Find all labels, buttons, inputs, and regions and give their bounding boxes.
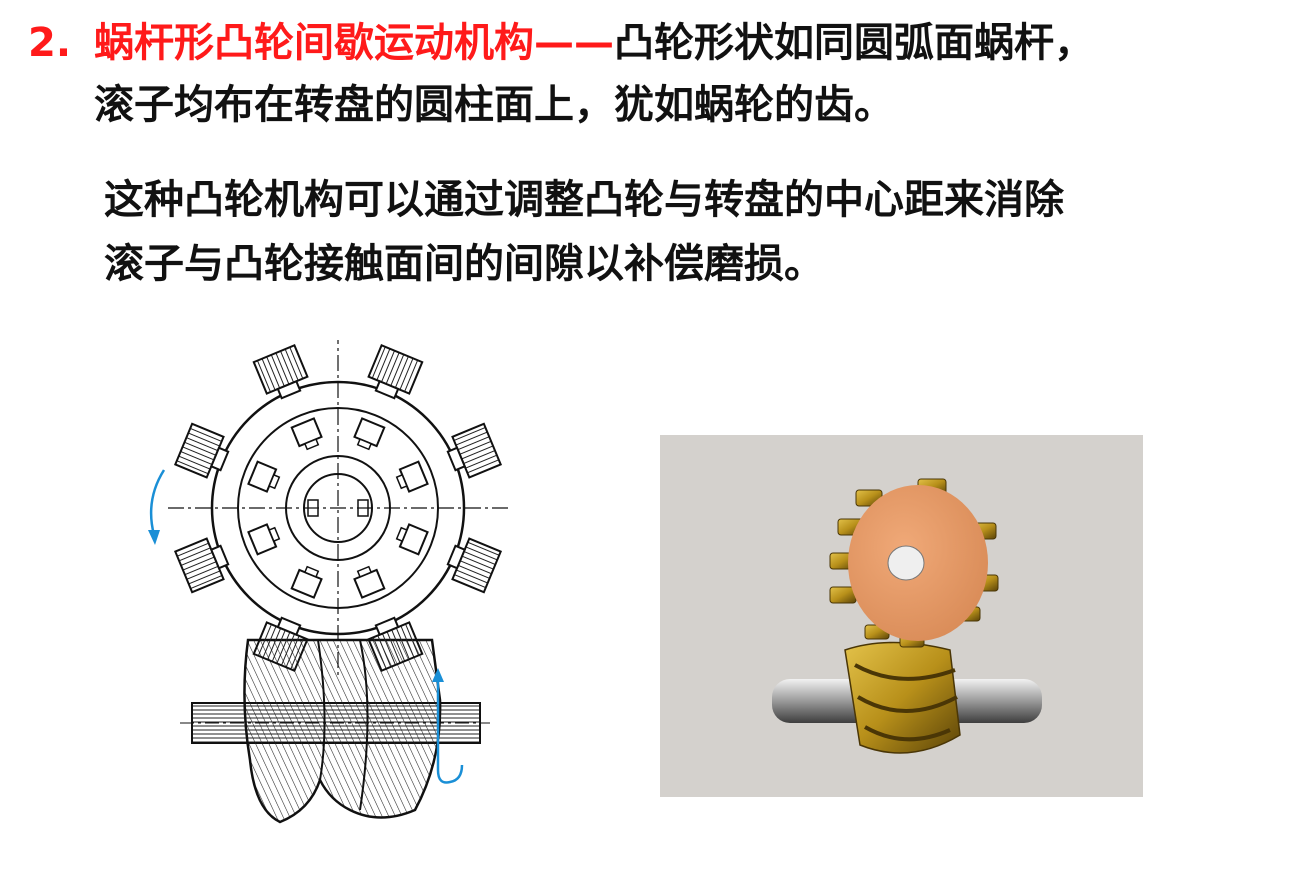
disc-arrowhead-icon <box>148 530 160 545</box>
worm-rotation-arrow-icon <box>436 680 464 784</box>
item-number: 2. <box>28 20 72 66</box>
paragraph-1: 2. 蜗杆形凸轮间歇运动机构——凸轮形状如同圆弧面蜗杆， 滚子均布在转盘的圆柱面上… <box>28 12 1298 136</box>
paragraph-2: 这种凸轮机构可以通过调整凸轮与转盘的中心距来消除 滚子与凸轮接触面间的间隙以补偿… <box>104 168 1294 296</box>
mechanism-3d-render <box>660 435 1143 797</box>
mechanism-line-drawing <box>148 340 508 824</box>
worm-cam-drawing <box>180 638 490 824</box>
render-illustration <box>772 478 1042 754</box>
description-line-2: 滚子均布在转盘的圆柱面上，犹如蜗轮的齿。 <box>94 82 894 128</box>
paragraph-2-line-2: 滚子与凸轮接触面间的间隙以补偿磨损。 <box>104 241 824 287</box>
worm-cam <box>844 641 961 754</box>
turret-disc-drawing <box>168 340 508 678</box>
mechanism-title: 蜗杆形凸轮间歇运动机构—— <box>94 20 614 66</box>
disc-rotation-arrow-icon <box>149 469 166 536</box>
worm-arrowhead-icon <box>432 668 444 682</box>
disc-hub <box>887 545 925 581</box>
paragraph-2-line-1: 这种凸轮机构可以通过调整凸轮与转盘的中心距来消除 <box>104 177 1064 223</box>
description-line-1: 凸轮形状如同圆弧面蜗杆， <box>614 20 1094 66</box>
